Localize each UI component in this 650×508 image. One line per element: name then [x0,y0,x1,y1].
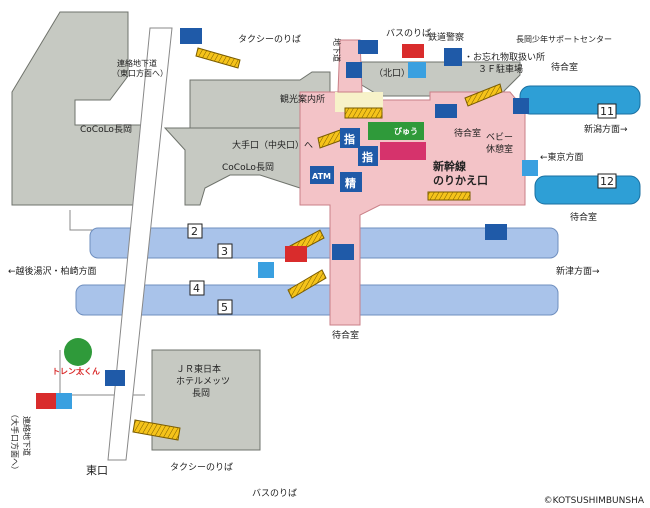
police-icon [346,62,362,78]
restroom-icon [435,104,457,118]
wheelchair-icon [522,160,538,176]
escalator [132,419,181,441]
platform-2-label: 2 [191,225,198,238]
bus-east-label: バスのりば [252,488,297,499]
copyright: ©KOTSUSHIMBUNSHA [543,496,644,506]
tokyo-direction: ←東京方面 [540,151,584,163]
tourist-info-label: 観光案内所 [280,93,325,105]
taxi-east-label: タクシーのりば [170,462,233,473]
baby-room-label-1: ベビー [486,132,513,143]
waiting-room-label: 待合室 [551,61,578,73]
shop-pink [380,142,426,160]
underground-bottom-2: （大手口方面へ） [10,410,20,474]
shi-label-1: 指 [344,132,355,146]
sei-sign [340,172,362,192]
escalator [344,107,383,119]
ote-exit-label: 大手口（中央口）へ [232,139,313,151]
platform-4-label: 4 [193,282,200,295]
bus-north-label: バスのりば [386,28,431,39]
platform-11-label: 11 [600,105,614,118]
escalator [464,83,503,107]
wheelchair-icon [408,62,426,78]
shinkansen-platform-12 [534,175,641,205]
viewplaza-label: びゅう [394,126,418,136]
east-exit-label: 東口 [86,464,108,477]
escalator [427,191,471,201]
wheelchair-icon [258,262,274,278]
chikado-label: 地下道 [332,38,342,62]
railway-police-label: 鉄道警察 [428,31,464,43]
main-walkway [107,27,173,461]
cocolo-left-label: CoCoLo長岡 [80,124,132,135]
sei-label: 精 [345,176,356,190]
parking-label: ３Ｆ駐車場 [478,63,523,75]
shinkansen-label-2: のりかえ口 [433,174,488,187]
cocolo-center-label: CoCoLo長岡 [222,162,274,173]
taxi-north-label: タクシーのりば [238,34,301,45]
shop-green [368,122,390,140]
platform-2-3 [89,227,559,259]
underground-top-2: （東口方面へ） [112,68,168,78]
underground-top-1: 連絡地下道 [117,58,157,68]
parking-icon [513,98,529,114]
shinkansen-label-1: 新幹線 [433,159,466,173]
shi-sign-2 [358,146,378,166]
hotel-label-3: 長岡 [192,388,210,399]
restroom-icon [358,40,378,54]
hotel-label-2: ホテルメッツ [176,376,230,387]
mascot-label: トレン太くん [52,366,100,376]
platform-4-5 [75,284,559,316]
waiting-room-label: 待合室 [332,329,359,341]
info-icon [444,48,462,66]
platform-12-label: 12 [600,175,614,188]
shinkansen-platform-11 [519,85,641,115]
restroom-icon [485,224,507,240]
cocolo-left-building [11,11,146,206]
platform-3-label: 3 [221,245,228,258]
north-exit-label: （北口） [374,68,410,79]
restroom-icon [105,370,125,386]
restroom-icon [285,246,307,262]
wheelchair-icon [56,393,72,409]
waiting-room-label: 待合室 [570,211,597,223]
mascot-icon [64,338,92,366]
platform-5-label: 5 [221,301,228,314]
youth-center-label: 長岡少年サポートセンター [516,34,612,44]
lost-found-label: ・お忘れ物取扱い所 [464,51,545,63]
wall-line [69,210,300,231]
hotel-label-1: ＪＲ東日本 [176,363,221,375]
niigata-direction: 新潟方面→ [584,123,628,135]
escalator [287,269,327,299]
restroom-icon [402,44,424,58]
north-taxi-area [235,22,325,48]
restroom-icon [36,393,56,409]
restroom-icon [180,28,202,44]
underground-bottom-1: 連絡地下道 [22,416,32,456]
escalator [195,47,241,69]
waiting-room-label: 待合室 [454,127,481,139]
atm-sign [310,166,334,184]
concourse-yellow [335,92,383,112]
restroom-icon [332,244,354,260]
baby-room-label-2: 休憩室 [486,143,513,155]
shi-label-2: 指 [362,150,373,164]
atm-label: ATM [312,172,331,181]
shop-viewplaza [390,122,424,140]
shi-sign-1 [340,128,360,148]
echigo-direction: ←越後湯沢・柏崎方面 [8,265,97,277]
niitsu-direction: 新津方面→ [556,265,600,277]
